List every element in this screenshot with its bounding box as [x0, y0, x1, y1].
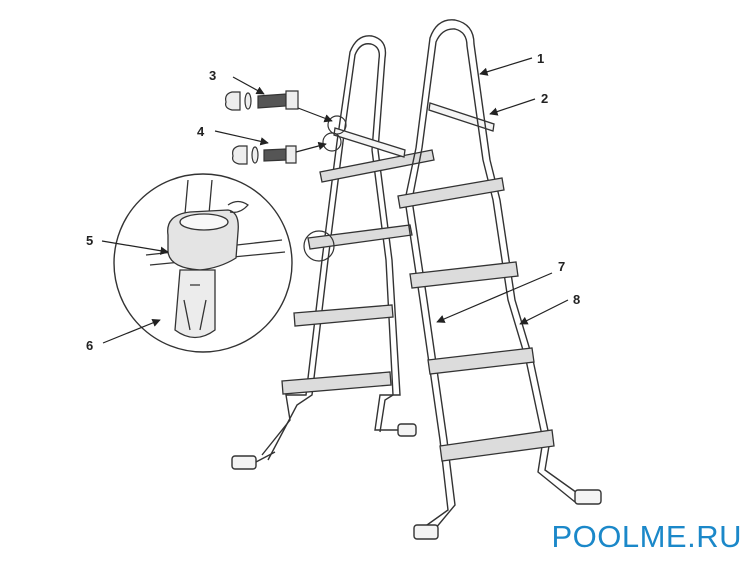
leader-6 — [102, 318, 161, 344]
left-step-3 — [293, 304, 394, 327]
bolt-4 — [263, 148, 287, 162]
right-step-3 — [427, 347, 535, 375]
leader-4 — [214, 130, 269, 146]
cap-nut-4 — [232, 145, 248, 165]
callout-1: 1 — [537, 51, 544, 66]
right-handrail-hoop — [415, 19, 491, 161]
left-steps — [281, 149, 435, 395]
bolt-location-circle-lower — [322, 132, 342, 152]
step-clip — [174, 269, 216, 339]
watermark-text: POOLME.RU — [551, 519, 742, 554]
left-inner-rail — [374, 149, 401, 431]
detail-magnifier — [113, 173, 293, 353]
right-steps — [397, 177, 555, 462]
leader-1 — [479, 57, 533, 76]
leader-2 — [489, 98, 536, 116]
leader-4b — [295, 141, 327, 153]
callout-4: 4 — [197, 124, 205, 139]
right-foot-cap-b — [574, 489, 602, 505]
callout-5: 5 — [86, 233, 93, 248]
leader-5 — [101, 240, 169, 255]
leader-3 — [232, 76, 265, 95]
top-cross-bar — [333, 127, 406, 158]
callout-3: 3 — [209, 68, 216, 83]
left-step-2 — [307, 224, 413, 250]
washer-3 — [244, 92, 252, 110]
step-detail-circle — [303, 230, 335, 262]
callout-7: 7 — [558, 259, 565, 274]
right-step-2 — [409, 261, 519, 289]
right-step-1 — [397, 177, 505, 209]
left-step-1 — [319, 149, 435, 183]
left-step-4 — [281, 371, 392, 395]
cap-nut-3 — [225, 91, 241, 111]
leader-3b — [297, 107, 333, 123]
bolt-3 — [257, 93, 287, 109]
left-foot-cap-b — [397, 423, 417, 437]
right-foot-cap-a — [413, 524, 439, 540]
hardware-set-4 — [232, 145, 297, 165]
hardware-set-3 — [225, 90, 299, 111]
washer-4 — [251, 146, 259, 164]
right-step-4 — [439, 429, 555, 462]
callout-8: 8 — [573, 292, 580, 307]
callout-2: 2 — [541, 91, 548, 106]
left-handrail-hoop — [336, 35, 387, 151]
leader-8 — [519, 299, 569, 325]
callout-6: 6 — [86, 338, 93, 353]
left-foot-cap-a — [231, 455, 257, 470]
leader-7 — [436, 272, 553, 323]
